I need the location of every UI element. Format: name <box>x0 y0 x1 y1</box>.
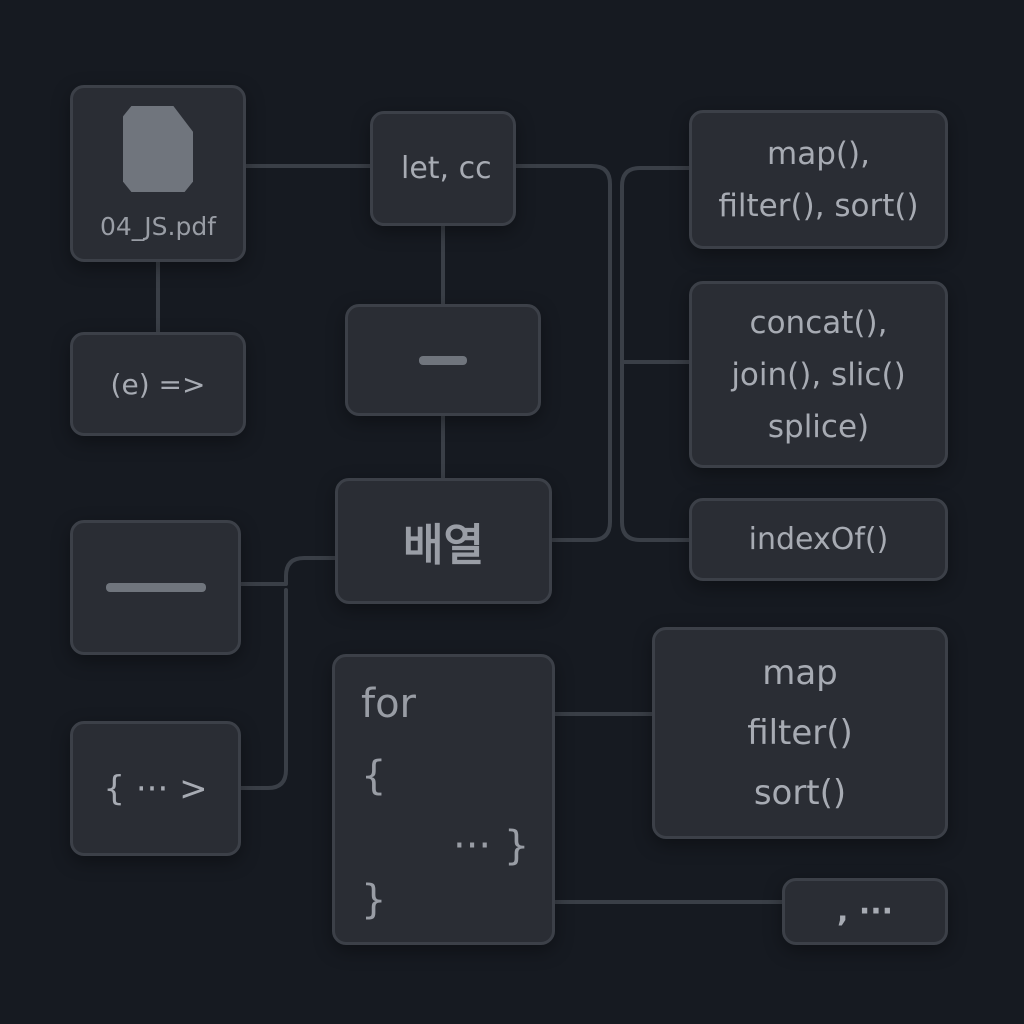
methods-top-line-1: map(), <box>767 135 870 172</box>
connector-callback-array <box>239 588 288 790</box>
for-loop-node[interactable]: for { ··· } } <box>332 654 555 945</box>
methods-bottom-line-3: sort() <box>753 773 847 813</box>
long-dash-icon <box>105 583 206 592</box>
methods-mid-node[interactable]: concat(), join(), slic() splice) <box>689 281 948 468</box>
more-label: , ··· <box>836 894 894 929</box>
variables-node[interactable]: let, cc <box>370 111 516 226</box>
callback-node[interactable]: { ··· > <box>70 721 241 856</box>
methods-top-node[interactable]: map(), filter(), sort() <box>689 110 948 249</box>
connector-let-bus <box>514 164 612 542</box>
for-body: ··· } <box>453 823 530 869</box>
for-keyword: for <box>361 681 416 727</box>
for-close-brace: } <box>361 877 387 923</box>
callback-label: { ··· > <box>103 768 208 809</box>
methods-mid-line-2: join(), slic() <box>731 356 906 393</box>
more-node[interactable]: , ··· <box>782 878 948 945</box>
index-of-node[interactable]: indexOf() <box>689 498 948 581</box>
array-label: 배열 <box>403 520 484 571</box>
methods-bottom-list: map filter() sort() <box>747 643 853 823</box>
methods-bottom-line-2: filter() <box>747 713 853 753</box>
methods-mid-line-3: splice) <box>767 408 870 445</box>
arrow-function-label: (e) => <box>110 367 206 401</box>
connector-methods-bus <box>620 166 692 542</box>
file-name: 04_JS.pdf <box>99 212 217 241</box>
methods-mid-list: concat(), join(), slic() splice) <box>731 297 905 453</box>
methods-bottom-line-1: map <box>762 653 838 693</box>
variables-label: let, cc <box>401 151 492 186</box>
dash-icon <box>419 355 467 365</box>
array-node[interactable]: 배열 <box>335 478 552 604</box>
methods-top-line-2: filter(), sort() <box>718 187 919 224</box>
connector-dash-left-array <box>239 556 338 586</box>
file-icon <box>123 106 193 192</box>
separator-node[interactable] <box>70 520 241 655</box>
file-node[interactable]: 04_JS.pdf <box>70 85 246 262</box>
arrow-function-node[interactable]: (e) => <box>70 332 246 436</box>
index-of-label: indexOf() <box>748 522 889 557</box>
methods-bottom-node[interactable]: map filter() sort() <box>652 627 948 839</box>
for-open-brace: { <box>361 753 387 799</box>
methods-top-list: map(), filter(), sort() <box>718 128 918 232</box>
methods-mid-line-1: concat(), <box>749 304 888 341</box>
placeholder-node[interactable] <box>345 304 541 416</box>
